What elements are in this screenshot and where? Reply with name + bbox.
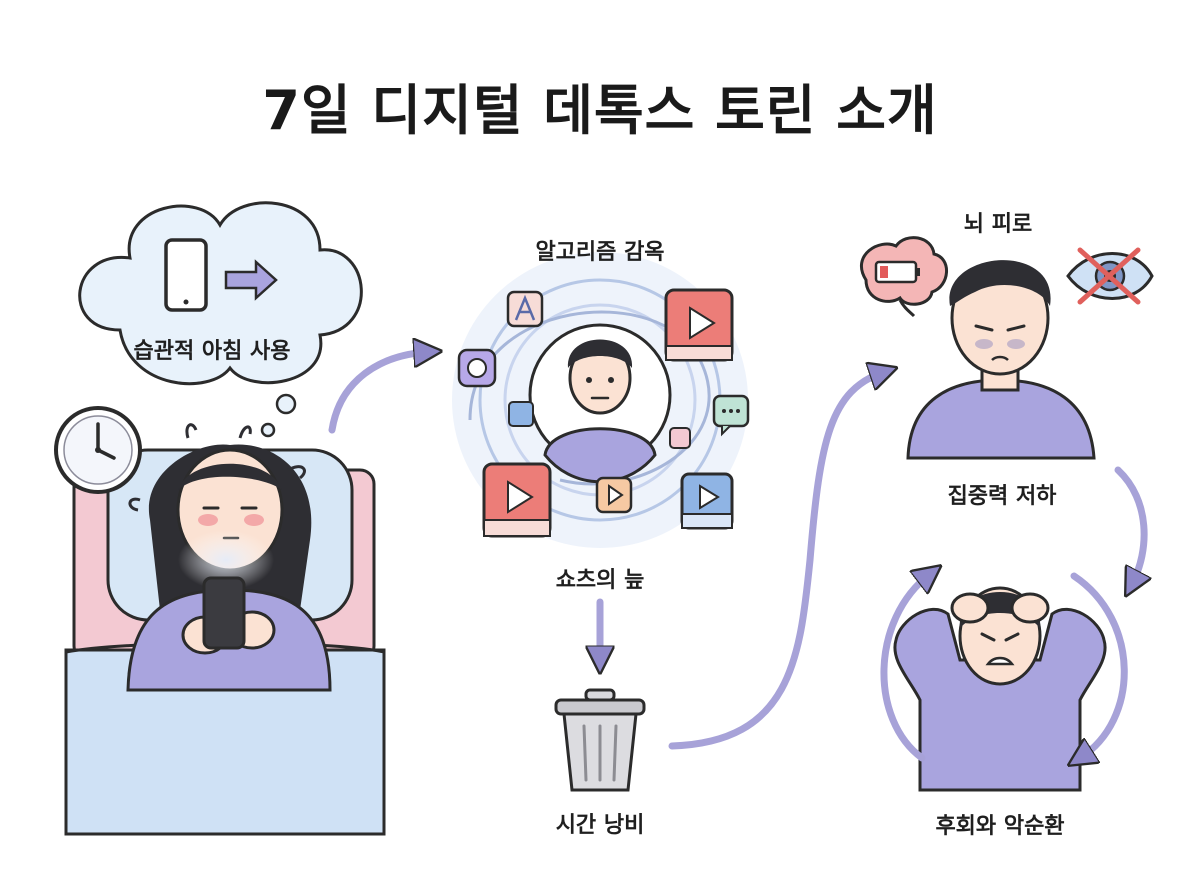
eye-crossed-icon xyxy=(1066,247,1154,305)
thought-bubble xyxy=(78,201,363,438)
chat-icon xyxy=(712,394,750,437)
camera-icon xyxy=(457,348,497,388)
trash-can-icon xyxy=(554,688,646,792)
phone-in-hand-icon xyxy=(202,576,246,650)
app-icon xyxy=(506,290,544,328)
video-play-icon xyxy=(664,288,734,362)
label-algorithm-prison: 알고리즘 감옥 xyxy=(535,240,665,265)
tired-boy-illustration xyxy=(906,260,1096,460)
video-play-icon xyxy=(680,472,734,530)
label-brain-fatigue: 뇌 피로 xyxy=(963,212,1033,237)
arrow-cycle-left xyxy=(880,574,930,762)
girl-in-bed-illustration xyxy=(64,423,386,836)
page-title: 7일 디지털 데톡스 토린 소개 xyxy=(262,79,938,142)
arrow-morning-to-algorithm xyxy=(328,352,428,434)
stressed-boy-illustration xyxy=(893,586,1107,792)
arrow-cycle-right xyxy=(1074,572,1128,758)
flow-arrows xyxy=(328,352,1144,762)
small-square-icon xyxy=(508,401,534,427)
small-square-icon xyxy=(669,427,691,449)
label-morning-habit: 습관적 아침 사용 xyxy=(133,339,291,364)
label-time-waste: 시간 낭비 xyxy=(555,813,645,838)
label-focus-decline: 집중력 저하 xyxy=(947,484,1057,509)
label-regret-cycle: 후회와 악순환 xyxy=(935,814,1065,839)
label-shorts-swamp: 쇼츠의 늪 xyxy=(555,568,645,593)
video-play-icon xyxy=(482,462,552,538)
arrow-focus-to-regret xyxy=(1114,466,1144,584)
brain-battery-icon xyxy=(859,236,948,318)
arrow-trash-to-brain xyxy=(668,372,884,750)
phone-icon xyxy=(164,238,208,312)
clock-icon xyxy=(54,406,142,494)
arrow-right-icon xyxy=(224,259,278,301)
video-play-icon xyxy=(595,476,633,514)
